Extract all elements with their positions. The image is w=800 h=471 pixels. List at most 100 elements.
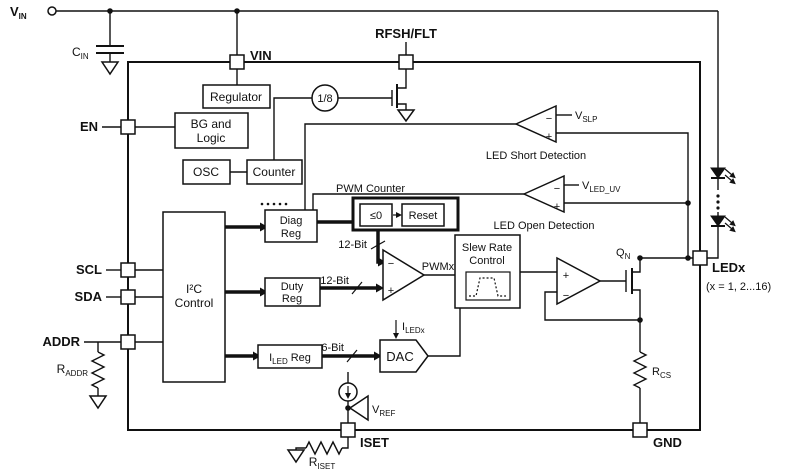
iset-pin (340, 422, 356, 438)
led-2-light-arrow-2 (724, 222, 736, 233)
rfsh-fet-source-wire (397, 103, 407, 110)
i2c-control-block: I²C Control (162, 211, 226, 383)
led-string-bottom-wire (707, 226, 719, 259)
pwm-comparator: − + PWMx 12-Bit 12-Bit 6-Bit (320, 239, 454, 354)
junction-dot (637, 255, 643, 261)
current-sense-feedback-wire (544, 291, 640, 321)
led-string-ellipsis-dot (716, 194, 720, 198)
counter-block: Counter (246, 159, 303, 185)
chip-boundary (127, 61, 701, 431)
rcs-label: RCS (652, 366, 671, 380)
pwm-counter-block: PWM Counter ≤0 Reset (336, 183, 460, 232)
gate-driver-amp-icon (556, 256, 602, 306)
open-comparator-minus: − (554, 183, 560, 195)
cin-ground-icon (100, 61, 120, 76)
short-comparator-sense-wire (556, 132, 689, 258)
dac-label: DAC (386, 349, 413, 364)
led-short-detection-label: LED Short Detection (486, 150, 586, 162)
bus-width-slash (346, 349, 358, 363)
vref-label: VREF (372, 404, 395, 418)
duty-reg-box (264, 277, 321, 307)
led-2-light-arrow-1 (724, 216, 736, 227)
pwm-counter-label: PWM Counter (336, 183, 405, 195)
pwm-comparator-minus: − (388, 258, 394, 270)
divider-label: 1/8 (317, 93, 332, 105)
regulator-block: Regulator (202, 84, 271, 109)
cin-label: CIN (72, 45, 89, 61)
reset-box (401, 203, 445, 227)
data-buses (225, 220, 386, 363)
ellipsis-dot (284, 202, 288, 206)
osc-box (182, 159, 231, 185)
ellipsis-dot (278, 202, 282, 206)
i2c-label-1: I²C (186, 282, 202, 296)
scl-pin (120, 262, 136, 278)
chip-pins (120, 54, 708, 438)
vin-ext-label: VIN (10, 4, 27, 21)
junction-dot (685, 200, 691, 206)
bg-logic-label-1: BG and (191, 117, 232, 131)
gate-driver-amp: + − (556, 256, 602, 306)
pwmx-label: PWMx (422, 261, 455, 273)
bit12-duty-label: 12-Bit (320, 275, 349, 287)
led-1-light-arrow-1 (724, 168, 736, 179)
rfsh-fet-drain-wire (397, 69, 407, 89)
register-ellipsis (260, 202, 288, 206)
qn-source-wire (632, 289, 641, 352)
regulator-box (202, 84, 271, 109)
dac-block: DAC (379, 339, 429, 373)
addr-pin-label: ADDR (42, 334, 80, 349)
iledx-label: ILEDx (402, 321, 425, 335)
rfsh-flt-pin (398, 54, 414, 70)
counter-divider-wire (273, 97, 312, 160)
gate-driver-minus: − (563, 290, 569, 302)
qn-label: QN (616, 247, 631, 261)
junction-dot (107, 8, 113, 14)
led-short-comparator: − + VSLP LED Short Detection (486, 104, 597, 162)
counter-label: Counter (253, 165, 296, 179)
ledx-range-label: (x = 1, 2...16) (706, 281, 771, 293)
junction-dot (637, 317, 643, 323)
vin-terminal (47, 6, 57, 16)
ledx-pin-label: LEDx (712, 260, 746, 275)
riset-ground-icon (286, 449, 306, 464)
led-string-ellipsis-dot (716, 200, 720, 204)
qn-drain-wire (632, 258, 641, 273)
iled-reg-box (257, 344, 323, 369)
vin-pin (229, 54, 245, 70)
raddr-resistor-icon (90, 351, 106, 389)
led-string-ellipsis-dot (716, 206, 720, 210)
osc-block: OSC (182, 159, 231, 185)
riset-wire-right (342, 437, 349, 449)
dac-output-wire (428, 308, 461, 357)
led-1-light-arrow-2 (724, 174, 736, 185)
open-comparator-icon (522, 174, 565, 214)
diag-reg-label-2: Reg (281, 228, 301, 240)
led-open-comparator: − + VLED_UV LED Open Detection (494, 174, 621, 232)
diag-reg-block: Diag Reg (260, 202, 318, 243)
diag-reg-box (264, 209, 318, 243)
vref-buffer-icon (348, 394, 369, 422)
vslp-label: VSLP (575, 110, 597, 124)
external-wiring (47, 6, 736, 464)
ellipsis-dot (272, 202, 276, 206)
qn-mosfet: QN RCS (616, 247, 671, 380)
pwm-comparator-plus: + (388, 285, 394, 297)
open-comparator-output-wire (312, 193, 524, 210)
le-zero-label: ≤0 (370, 210, 382, 222)
junction-dot (234, 8, 240, 14)
riset-label: RISET (309, 455, 336, 471)
scl-pin-label: SCL (76, 262, 102, 277)
divider-block: 1/8 (311, 84, 339, 112)
junction-dot (345, 405, 351, 411)
duty-reg-label-1: Duty (281, 281, 304, 293)
pwmcounter-comparator-bus (376, 230, 386, 267)
gnd-pin-label: GND (653, 435, 682, 450)
i2c-label-2: Control (175, 296, 214, 310)
en-pin-label: EN (80, 119, 98, 134)
short-comparator-icon (514, 104, 557, 144)
junction-dot (685, 255, 691, 261)
